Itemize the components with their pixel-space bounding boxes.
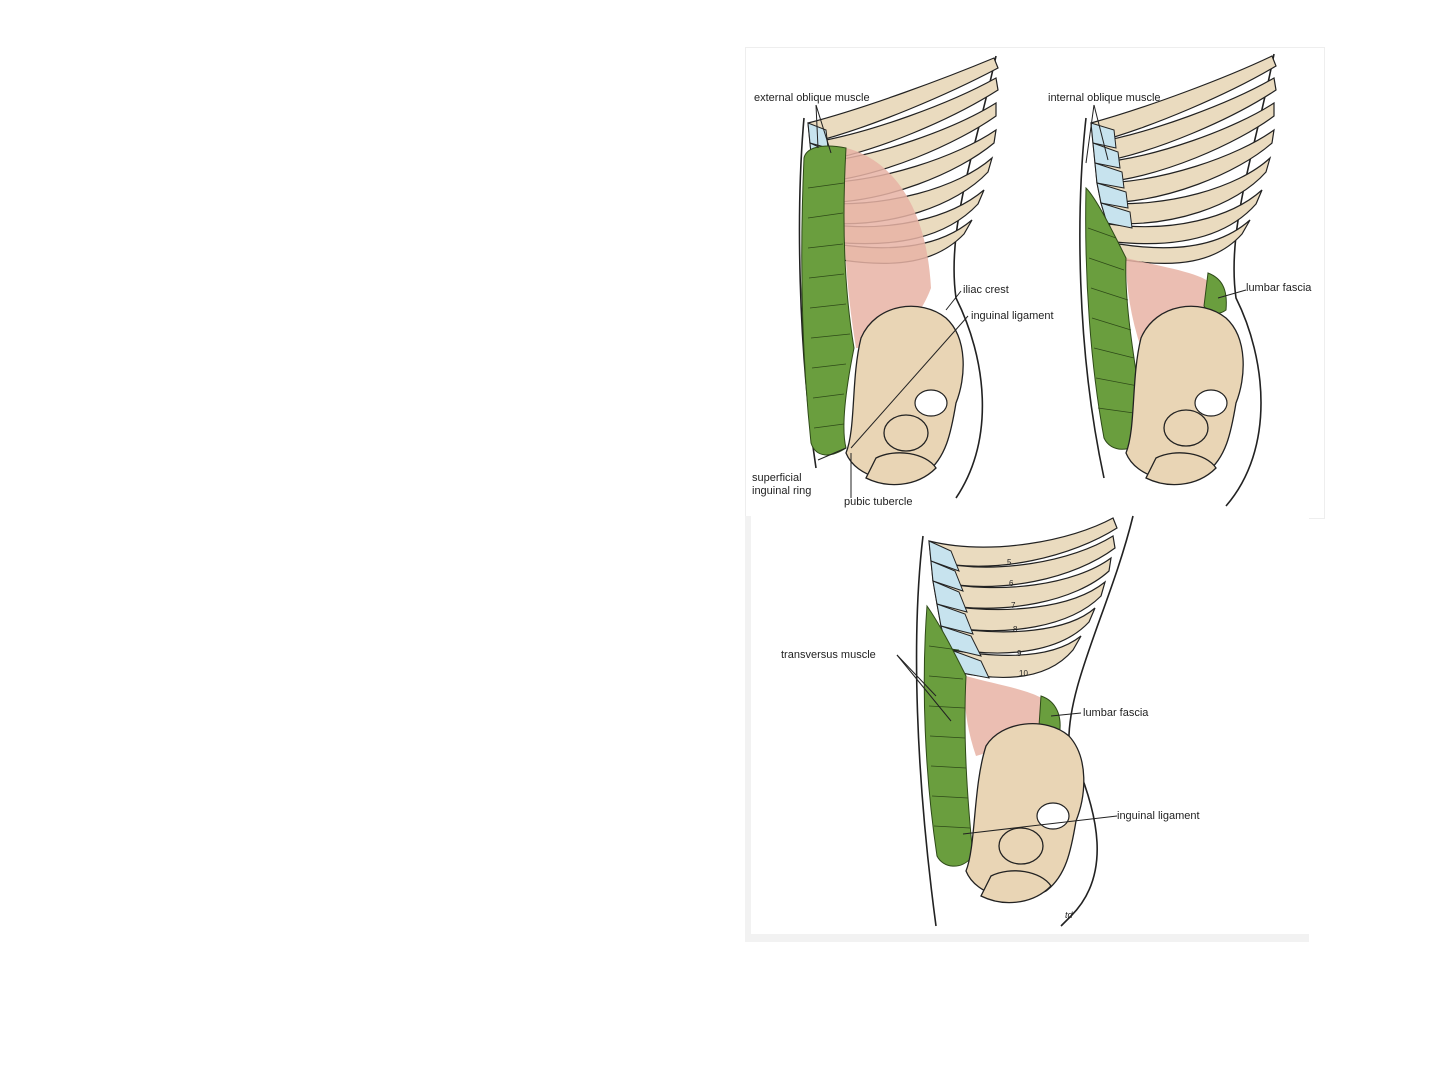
oblique-muscles-illustration: external oblique muscle iliac crest ingu… (752, 53, 1312, 508)
figure-panel-bottom: 5 6 7 8 9 10 (745, 515, 1309, 942)
rib-number: 10 (1019, 669, 1028, 678)
aponeurosis-region (964, 676, 1051, 756)
rib-number: 9 (1017, 649, 1022, 658)
aponeurosis-region (844, 148, 931, 348)
rib-cage (1090, 55, 1277, 264)
label-lumbar-fascia: lumbar fascia (1246, 282, 1312, 294)
label-transversus-muscle: transversus muscle (781, 649, 876, 661)
leader-lines-right (1085, 104, 1247, 299)
rib-number: 7 (1011, 601, 1016, 610)
rib-numbers: 5 6 7 8 9 10 (1007, 558, 1028, 678)
label-pubic-tubercle: pubic tubercle (844, 496, 913, 508)
pelvis (965, 723, 1085, 904)
rib-number: 5 (1007, 558, 1012, 567)
external-oblique-figure: external oblique muscle iliac crest ingu… (752, 55, 1054, 508)
muscle-fibers (928, 645, 971, 829)
rib-number: 8 (1013, 625, 1018, 634)
leader-lines-left (815, 104, 969, 498)
internal-oblique-figure: internal oblique muscle lumbar fascia (1048, 53, 1312, 507)
label-iliac-crest: iliac crest (963, 284, 1009, 296)
label-inguinal-ligament: inguinal ligament (971, 310, 1054, 322)
body-outline-posterior (1225, 53, 1275, 507)
muscle-fibers (807, 182, 851, 429)
artist-signature: td (1065, 910, 1074, 920)
rib-cage (928, 517, 1118, 679)
label-external-oblique-muscle: external oblique muscle (754, 92, 870, 104)
label-superficial-inguinal-ring-2: inguinal ring (752, 485, 811, 497)
external-oblique-muscle (801, 145, 855, 456)
label-inguinal-ligament: inguinal ligament (1117, 810, 1200, 822)
body-outline-anterior (915, 535, 937, 927)
label-internal-oblique-muscle: internal oblique muscle (1048, 92, 1161, 104)
lumbar-fascia-region (1203, 272, 1227, 314)
body-outline-anterior (1079, 117, 1105, 479)
muscle-fibers (1087, 227, 1142, 415)
figure-panel-top: external oblique muscle iliac crest ingu… (745, 47, 1325, 519)
label-lumbar-fascia: lumbar fascia (1083, 707, 1149, 719)
rib-number: 6 (1009, 579, 1014, 588)
transversus-illustration: 5 6 7 8 9 10 (781, 515, 1200, 927)
label-superficial-inguinal-ring-1: superficial (752, 472, 802, 484)
pelvis (845, 305, 964, 486)
pelvis (1125, 305, 1244, 486)
figure-panel-bottom-inner: 5 6 7 8 9 10 (751, 515, 1309, 934)
leader-lines-bottom (896, 654, 1118, 835)
